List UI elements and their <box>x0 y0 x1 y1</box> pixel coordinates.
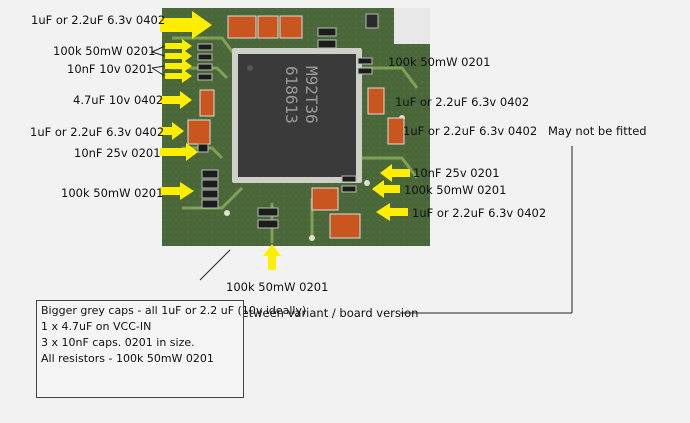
arrow-bottom <box>263 244 281 270</box>
cap-left-mid <box>187 119 211 145</box>
label-10nf-25v-left: 10nF 25v 0201 <box>74 146 161 160</box>
cap-right-2 <box>387 117 405 145</box>
label-4u7: 4.7uF 10v 0402 <box>73 93 164 107</box>
label-100k-right: 100k 50mW 0201 <box>404 183 507 197</box>
qfn-chip <box>238 54 356 177</box>
note-line-3: 3 x 10nF caps. 0201 in size. <box>41 336 195 349</box>
label-cap-bottom-right: 1uF or 2.2uF 6.3v 0402 <box>412 206 547 220</box>
cap-bottom-right-2 <box>329 213 361 239</box>
label-not-fitted: May not be fitted <box>548 124 647 138</box>
note-line-1: Bigger grey caps - all 1uF or 2.2 uF (10… <box>41 304 307 317</box>
label-resistor-top-left: 100k 50mW 0201 <box>53 44 156 58</box>
cap-top-right <box>279 15 303 39</box>
label-cap-right-2: 1uF or 2.2uF 6.3v 0402 <box>403 124 538 138</box>
label-cap-top-left: 1uF or 2.2uF 6.3v 0402 <box>31 13 166 27</box>
label-cap-right-1: 1uF or 2.2uF 6.3v 0402 <box>395 95 530 109</box>
cap-bottom-right-1 <box>311 187 339 211</box>
label-10nf-10v: 10nF 10v 0201 <box>67 62 154 76</box>
cap-top-left <box>227 15 257 39</box>
chip-marking-1: M92T36 <box>302 66 321 124</box>
chip-marking-2: 618613 <box>282 66 301 124</box>
label-100k-bottom: 100k 50mW 0201 <box>226 280 329 294</box>
cap-left-4u7 <box>199 89 215 117</box>
cap-right-1 <box>367 87 385 115</box>
label-cap-left: 1uF or 2.2uF 6.3v 0402 <box>30 125 165 139</box>
notes-box: Bigger grey caps - all 1uF or 2.2 uF (10… <box>36 300 307 398</box>
pcb-board: M92T36 618613 <box>162 8 430 246</box>
label-100k-top-right: 100k 50mW 0201 <box>388 55 491 69</box>
label-100k-left: 100k 50mW 0201 <box>61 186 164 200</box>
cap-top-mid <box>257 15 279 39</box>
note-line-2: 1 x 4.7uF on VCC-IN <box>41 320 152 333</box>
label-10nf-25v-right: 10nF 25v 0201 <box>413 166 500 180</box>
note-line-4: All resistors - 100k 50mW 0201 <box>41 352 214 365</box>
